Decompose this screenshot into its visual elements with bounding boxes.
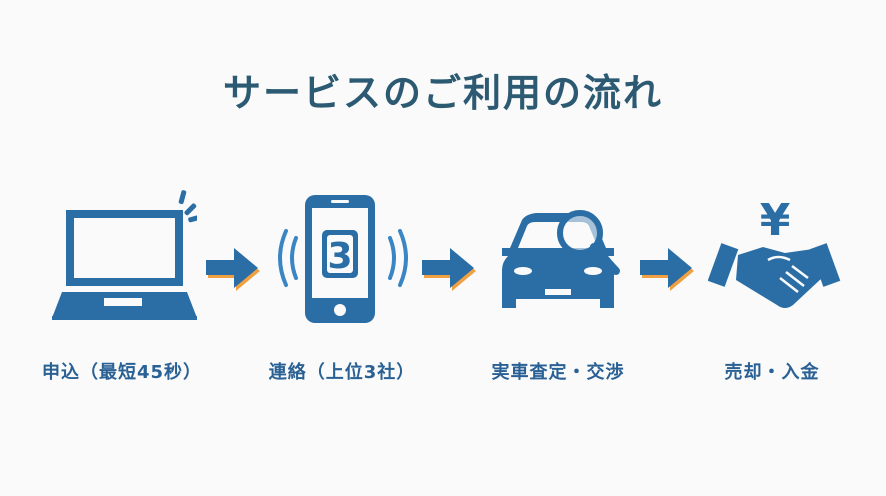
phone-badge: 3 [327, 236, 352, 277]
yen-symbol: ¥ [760, 195, 791, 246]
step-label-apply: 申込（最短45秒） [41, 362, 203, 383]
step-label-inspection: 実車査定・交渉 [491, 362, 625, 383]
step-label-contact: 連絡（上位3社） [268, 362, 416, 383]
handshake-yen-icon: ¥ [708, 195, 841, 308]
step-label-sale-payment: 売却・入金 [724, 362, 820, 383]
page-title: サービスのご利用の流れ [222, 71, 663, 115]
car-inspection-icon [502, 210, 620, 308]
laptop-icon [52, 190, 197, 320]
arrow-right-icon [640, 248, 694, 291]
arrow-right-icon [422, 248, 476, 291]
arrow-right-icon [206, 248, 260, 291]
smartphone-icon: 3 [278, 195, 408, 323]
